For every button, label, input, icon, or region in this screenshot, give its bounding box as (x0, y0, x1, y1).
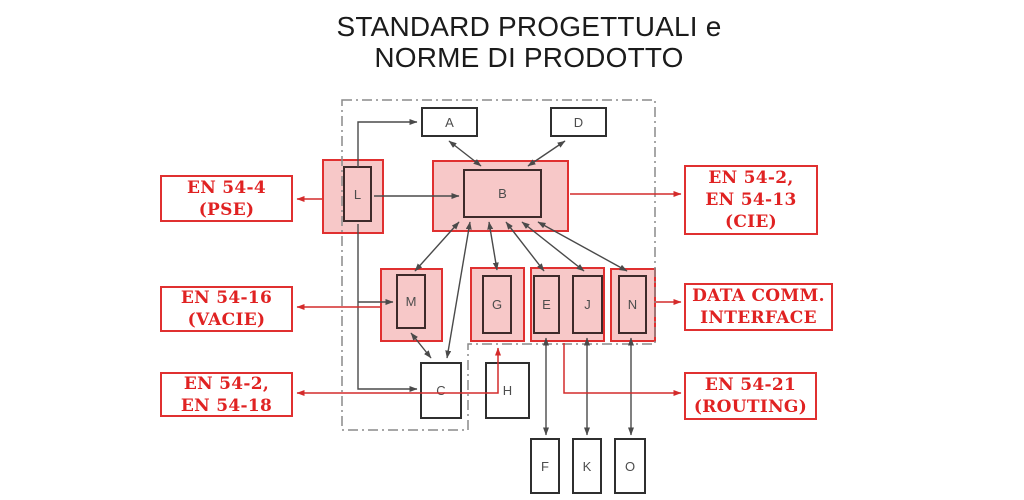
node-c-box: C (420, 362, 462, 419)
label-line: EN 54-18 (180, 395, 273, 416)
label-line: (VACIE) (187, 310, 266, 330)
page-title-line2: NORME DI PRODOTTO (374, 42, 684, 73)
arrow-h-g-to-en54-2-18 (296, 347, 501, 396)
label-en54-16-vacie: EN 54-16 (VACIE) (160, 286, 293, 332)
label-line: DATA COMM. (692, 286, 825, 306)
node-a-box: A (421, 107, 478, 137)
node-j-label: J (584, 297, 591, 312)
node-c-label: C (436, 383, 446, 398)
node-g-box: G (482, 275, 512, 334)
node-o-box: O (614, 438, 646, 494)
node-e-box: E (533, 275, 560, 334)
node-l-box: L (343, 166, 372, 222)
label-en54-2-18: EN 54-2, EN 54-18 (160, 372, 293, 417)
node-k-label: K (582, 458, 592, 474)
node-n-box: N (618, 275, 647, 334)
node-e-label: E (542, 297, 551, 312)
node-g-label: G (491, 297, 503, 312)
node-b-label: B (498, 186, 507, 201)
page-title: STANDARD PROGETTUALI e NORME DI PRODOTTO (0, 11, 1024, 73)
label-line: (ROUTING) (693, 397, 808, 417)
node-j-box: J (572, 275, 603, 334)
label-line: EN 54-13 (705, 190, 797, 210)
label-line: EN 54-2, (183, 373, 270, 394)
node-d-box: D (550, 107, 607, 137)
node-h-label: H (502, 383, 513, 398)
node-d-label: D (573, 114, 584, 130)
label-data-comm-interface: DATA COMM. INTERFACE (684, 283, 833, 331)
node-k-box: K (572, 438, 602, 494)
label-line: INTERFACE (700, 308, 817, 328)
label-line: EN 54-21 (704, 375, 797, 395)
label-en54-4-pse: EN 54-4 (PSE) (160, 175, 293, 222)
node-b-box: B (463, 169, 542, 218)
label-line: EN 54-4 (186, 177, 267, 198)
node-m-box: M (396, 274, 426, 329)
label-en54-21-routing: EN 54-21 (ROUTING) (684, 372, 817, 420)
node-h-box: H (485, 362, 530, 419)
label-line: EN 54-2, (708, 168, 794, 188)
label-line: (PSE) (198, 199, 255, 220)
node-o-label: O (624, 458, 636, 474)
node-f-box: F (530, 438, 560, 494)
node-a-label: A (445, 114, 454, 130)
node-m-label: M (405, 294, 417, 309)
node-f-label: F (541, 458, 549, 474)
label-line: EN 54-16 (180, 288, 273, 308)
arrow-b-c (445, 221, 472, 359)
node-n-label: N (627, 297, 638, 312)
label-line: (CIE) (724, 212, 778, 232)
page-title-line1: STANDARD PROGETTUALI e (336, 11, 722, 42)
node-l-label: L (353, 186, 362, 202)
label-en54-2-13-cie: EN 54-2, EN 54-13 (CIE) (684, 165, 818, 235)
arrow-ej-to-routing (563, 343, 682, 396)
